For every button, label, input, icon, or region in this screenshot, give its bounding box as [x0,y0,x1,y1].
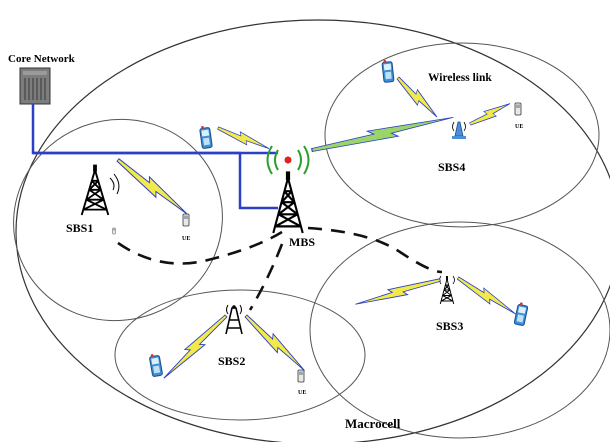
signal-arcs [109,173,120,195]
cell-tower-icon [272,170,304,235]
ue-device-icon [297,369,305,383]
wireless-link-label: Wireless link [428,72,492,84]
wired-backhaul [31,104,278,210]
sbs3-label: SBS3 [436,319,463,333]
cell-tower-icon [452,121,466,139]
ue-label: UE [298,390,306,396]
small-cell-sbs4 [324,42,600,228]
lightning-bolt-icon [454,273,519,319]
lightning-bolt-icon [241,311,309,375]
sbs1-label: SBS1 [66,221,93,235]
lightning-bolt-icon [113,154,192,220]
macrocell-boundary [15,19,610,442]
cell-tower-icon [80,163,110,216]
ue-label: UE [182,236,190,242]
ue-label: UE [515,124,523,130]
small-cell-sbs1 [13,118,223,322]
small-cell-sbs3 [309,221,610,439]
cell-tower-icon [439,275,455,305]
sbs2-label: SBS2 [218,354,245,368]
ue-device-icon [514,102,522,116]
mobile-phone-icon [381,58,395,83]
core-network-label: Core Network [8,53,76,65]
cell-tower-icon [225,304,243,335]
lightning-bolt-icon [215,123,272,154]
small-cell-sbs2 [114,289,366,421]
macrocell-label: Macrocell [345,416,401,431]
mobile-phone-icon [148,352,164,378]
mobile-phone-icon [513,301,529,327]
server-icon [19,67,51,105]
ue-device-icon [182,213,190,227]
lightning-bolt-icon [159,311,231,383]
ue-device-icon [112,227,116,235]
lightning-bolt-icon [467,98,513,129]
mobile-phone-icon [198,124,213,150]
dashed-links [117,226,443,311]
mbs-label: MBS [289,235,315,249]
sbs4-label: SBS4 [438,160,465,174]
lightning-bolt-icon [353,274,442,310]
signal-arcs [266,145,310,175]
lightning-bolt-icon [309,110,456,157]
